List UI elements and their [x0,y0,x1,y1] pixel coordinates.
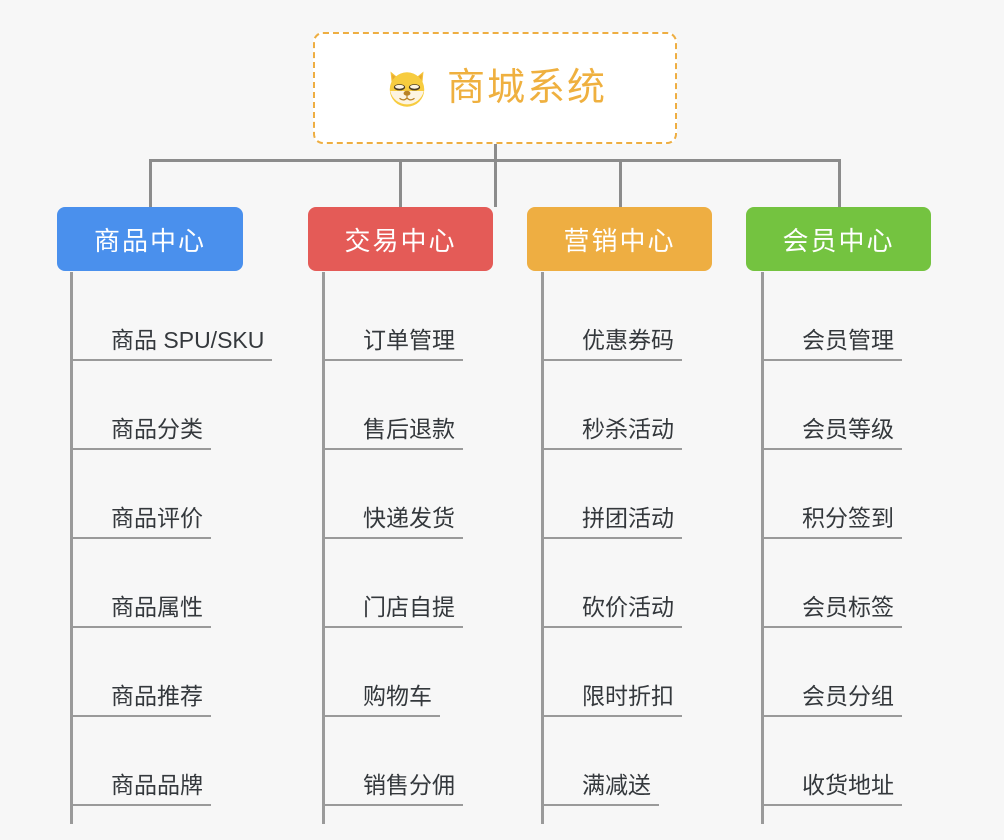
category-label-product: 商品中心 [93,225,206,256]
category-box-trade[interactable]: 交易中心 [308,207,493,271]
leaf-label: 优惠券码 [544,327,682,361]
list-item[interactable]: 优惠券码 [544,272,682,361]
list-item[interactable]: 快递发货 [325,450,463,539]
list-item[interactable]: 商品推荐 [73,628,211,717]
leaf-label: 商品推荐 [73,683,211,717]
list-item[interactable]: 订单管理 [325,272,463,361]
list-item[interactable]: 门店自提 [325,539,463,628]
leaf-label: 会员分组 [764,683,902,717]
leaf-label: 砍价活动 [544,594,682,628]
list-item[interactable]: 秒杀活动 [544,361,682,450]
list-item[interactable]: 会员分组 [764,628,902,717]
list-item[interactable]: 会员管理 [764,272,902,361]
branch-spine [761,272,764,824]
drop-connector-3 [619,159,622,207]
leaf-label: 会员标签 [764,594,902,628]
leaf-label: 售后退款 [325,416,463,450]
leaf-label: 购物车 [325,683,440,717]
category-label-trade: 交易中心 [344,225,457,256]
list-item[interactable]: 商品分类 [73,361,211,450]
list-item[interactable]: 商品属性 [73,539,211,628]
leaf-label: 销售分佣 [325,772,463,806]
leaf-label: 收货地址 [764,772,902,806]
drop-connector-4 [838,159,841,207]
leaf-label: 积分签到 [764,505,902,539]
leaf-label: 门店自提 [325,594,463,628]
list-item[interactable]: 收货地址 [764,717,902,806]
list-item[interactable]: 销售分佣 [325,717,463,806]
trunk-horizontal-connector [150,159,840,162]
leaf-label: 商品属性 [73,594,211,628]
leaf-label: 满减送 [544,772,659,806]
list-item[interactable]: 积分签到 [764,450,902,539]
list-item[interactable]: 限时折扣 [544,628,682,717]
list-item[interactable]: 拼团活动 [544,450,682,539]
leaf-label: 秒杀活动 [544,416,682,450]
leaf-label: 会员等级 [764,416,902,450]
list-item[interactable]: 售后退款 [325,361,463,450]
branch-spine [322,272,325,824]
category-box-member[interactable]: 会员中心 [746,207,931,271]
root-stem-connector [494,144,497,207]
drop-connector-1 [149,159,152,207]
category-label-marketing: 营销中心 [563,225,676,256]
list-item[interactable]: 会员标签 [764,539,902,628]
leaf-label: 限时折扣 [544,683,682,717]
leaf-label: 商品品牌 [73,772,211,806]
root-node[interactable]: 商城系统 [313,32,677,144]
leaf-label: 商品分类 [73,416,211,450]
leaf-label: 拼团活动 [544,505,682,539]
branch-spine [541,272,544,824]
shiba-dog-icon [383,64,431,112]
list-item[interactable]: 购物车 [325,628,440,717]
category-box-marketing[interactable]: 营销中心 [527,207,712,271]
leaf-label: 快递发货 [325,505,463,539]
root-title: 商城系统 [446,67,607,109]
leaf-label: 会员管理 [764,327,902,361]
list-item[interactable]: 商品评价 [73,450,211,539]
list-item[interactable]: 商品品牌 [73,717,211,806]
category-box-product[interactable]: 商品中心 [57,207,243,271]
category-label-member: 会员中心 [782,225,895,256]
list-item[interactable]: 砍价活动 [544,539,682,628]
branch-spine [70,272,73,824]
leaf-label: 商品 SPU/SKU [73,327,273,361]
list-item[interactable]: 满减送 [544,717,659,806]
leaf-label: 商品评价 [73,505,211,539]
list-item[interactable]: 会员等级 [764,361,902,450]
leaf-label: 订单管理 [325,327,463,361]
drop-connector-2 [399,159,402,207]
list-item[interactable]: 商品 SPU/SKU [73,272,273,361]
